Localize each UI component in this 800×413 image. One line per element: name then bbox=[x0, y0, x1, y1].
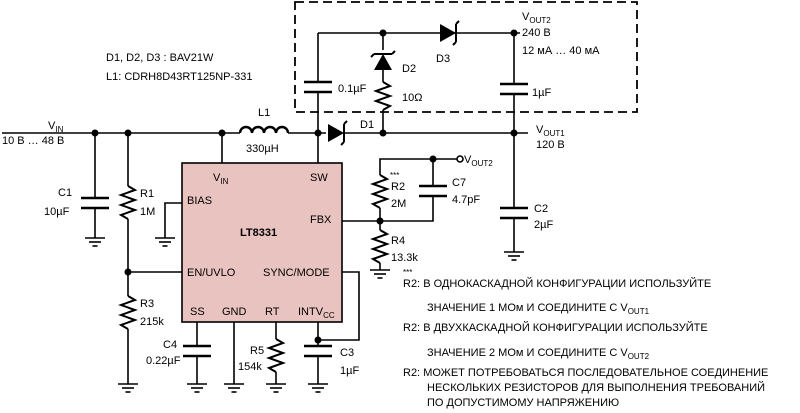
inductor-l1 bbox=[238, 125, 290, 134]
vout2-fb-terminal bbox=[456, 155, 464, 163]
diode-d3-cathode bbox=[452, 20, 460, 46]
vout1-value: 120 В bbox=[536, 139, 565, 151]
d1-ref: D1 bbox=[360, 119, 374, 131]
r5-value: 154k bbox=[238, 361, 262, 373]
note2-line1: R2: В ДВУХКАСКАДНОЙ КОНФИГУРАЦИИ ИСПОЛЬЗ… bbox=[403, 321, 708, 334]
cout2-value: 1µF bbox=[532, 87, 551, 99]
r2-ref: R2 bbox=[391, 181, 405, 193]
vout2-label: VOUT2 bbox=[522, 11, 551, 25]
note3-line3: ПО ДОПУСТИМОМУ НАПРЯЖЕНИЮ bbox=[427, 397, 619, 409]
r3-ref: R3 bbox=[140, 298, 154, 310]
r2-mark: *** bbox=[390, 171, 399, 180]
c7-value: 4.7pF bbox=[452, 194, 480, 206]
ground-c4 bbox=[186, 383, 208, 393]
vout1-label: VOUT1 bbox=[536, 124, 565, 138]
diode-d2 bbox=[374, 54, 392, 70]
ic-pin-sw: SW bbox=[310, 172, 328, 184]
r2-value: 2M bbox=[391, 198, 406, 210]
r5-ref: R5 bbox=[250, 345, 264, 357]
diode-d1 bbox=[328, 124, 344, 142]
ground-r4 bbox=[369, 269, 391, 279]
ic-pin-rt: RT bbox=[265, 306, 280, 318]
note2-line2: ЗНАЧЕНИЕ 2 МОм И СОЕДИНИТЕ С VOUT2 bbox=[427, 347, 650, 361]
r3-value: 215k bbox=[140, 316, 164, 328]
ground-c1 bbox=[84, 237, 106, 247]
ground-c2 bbox=[503, 251, 525, 261]
note-mark: *** bbox=[403, 268, 412, 277]
c7-lead-bottom bbox=[380, 196, 434, 222]
ic-pin-bias: BIAS bbox=[187, 195, 212, 207]
c3-value: 1µF bbox=[340, 365, 359, 377]
ic-name: LT8331 bbox=[240, 227, 277, 239]
ic-pin-gnd: GND bbox=[222, 306, 247, 318]
resistor-d2 bbox=[373, 81, 393, 111]
resistor-r1 bbox=[118, 185, 138, 220]
ic-pin-ss: SS bbox=[190, 306, 205, 318]
vout2-fb-label: VOUT2 bbox=[464, 154, 493, 168]
c4-value: 0.22µF bbox=[146, 355, 181, 367]
c1-ref: C1 bbox=[58, 187, 72, 199]
ground-ic bbox=[223, 383, 245, 393]
ic-pin-en: EN/UVLO bbox=[187, 267, 236, 279]
ic-pin-fbx: FBX bbox=[310, 214, 332, 226]
note1-line2: ЗНАЧЕНИЕ 1 МОм И СОЕДИНИТЕ С VOUT1 bbox=[427, 302, 650, 316]
l1-ref: L1 bbox=[258, 107, 270, 119]
vin-label: VIN bbox=[48, 120, 64, 134]
ic-pin-vin: VIN bbox=[213, 172, 229, 186]
c4-ref: C4 bbox=[163, 339, 177, 351]
r4-ref: R4 bbox=[391, 235, 405, 247]
r1-value: 1M bbox=[140, 206, 155, 218]
resistor-r5 bbox=[266, 338, 286, 373]
parts-list-diodes: D1, D2, D3 : BAV21W bbox=[106, 52, 214, 64]
c2-ref: C2 bbox=[534, 203, 548, 215]
r1-ref: R1 bbox=[140, 188, 154, 200]
note3-line2: НЕСКОЛЬКИХ РЕЗИСТОРОВ ДЛЯ ВЫПОЛНЕНИЯ ТРЕ… bbox=[427, 381, 765, 394]
resistor-r4 bbox=[370, 229, 390, 264]
bias-wire bbox=[164, 202, 182, 238]
c3-ref: C3 bbox=[340, 347, 354, 359]
d3-ref: D3 bbox=[436, 53, 450, 65]
c2-value: 2µF bbox=[534, 219, 553, 231]
ic-lt8331 bbox=[181, 162, 343, 323]
diode-d2-cathode bbox=[370, 50, 396, 58]
d2-ref: D2 bbox=[402, 63, 416, 75]
ground-r5 bbox=[265, 383, 287, 393]
cfly-value: 0.1µF bbox=[338, 83, 367, 95]
ground-c3 bbox=[307, 383, 329, 393]
sync-mode-wire bbox=[318, 271, 360, 341]
resistor-r2 bbox=[370, 174, 390, 209]
diode-d3 bbox=[440, 24, 456, 42]
r4-value: 13.3k bbox=[391, 252, 418, 264]
vout2-value: 240 В bbox=[522, 27, 551, 39]
ic-pin-sync: SYNC/MODE bbox=[263, 267, 330, 279]
resistor-r3 bbox=[118, 295, 138, 330]
rd2-value: 10Ω bbox=[402, 92, 422, 104]
c7-ref: C7 bbox=[452, 177, 466, 189]
c1-value: 10µF bbox=[44, 206, 70, 218]
vout2-current: 12 мА … 40 мА bbox=[522, 45, 600, 57]
ground-r3 bbox=[117, 383, 139, 393]
vin-range: 10 В … 48 В bbox=[2, 135, 64, 147]
note1-line1: R2: В ОДНОКАСКАДНОЙ КОНФИГУРАЦИИ ИСПОЛЬЗ… bbox=[403, 277, 711, 290]
second-stage-box bbox=[294, 1, 638, 113]
parts-list-inductor: L1: CDRH8D43RT125NP-331 bbox=[106, 71, 253, 83]
l1-value: 330µH bbox=[246, 143, 279, 155]
note3-line1: R2: МОЖЕТ ПОТРЕБОВАТЬСЯ ПОСЛЕДОВАТЕЛЬНОЕ… bbox=[403, 367, 768, 379]
ic-pin-intvcc: INTVCC bbox=[298, 306, 335, 320]
ground-bias bbox=[154, 237, 176, 247]
